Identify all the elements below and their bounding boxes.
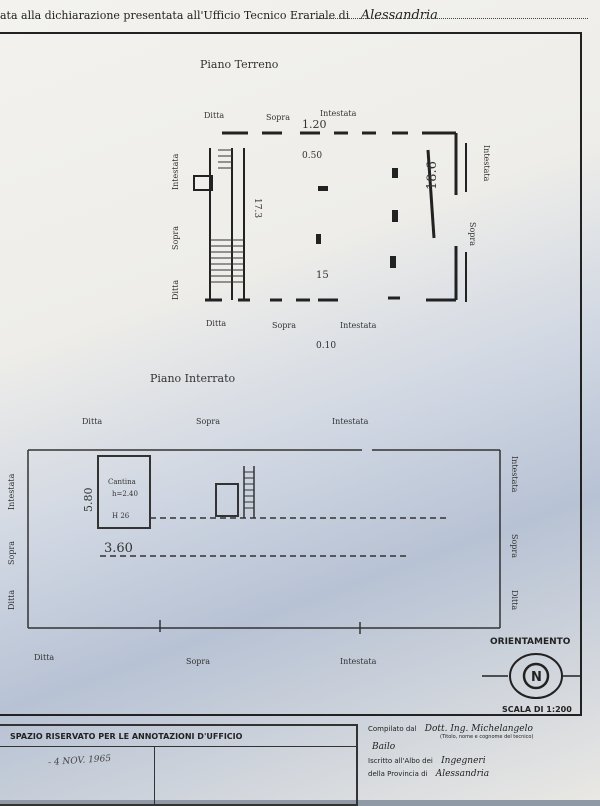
compiled-by-surname: Bailo: [372, 742, 396, 752]
ground-intestata-left: Intestata: [171, 153, 180, 190]
ground-dim-top2: 0.50: [302, 151, 322, 161]
basement-sopra-top: Sopra: [196, 417, 220, 426]
basement-dim-vertical: 5.80: [82, 488, 95, 513]
basement-sopra-bottom: Sopra: [186, 657, 210, 666]
ground-ditta-top: Ditta: [204, 111, 224, 120]
basement-title: Piano Interrato: [150, 372, 236, 385]
office-box-vdivider: [154, 746, 155, 806]
ground-dim-stairs: 17.3: [252, 198, 262, 218]
ground-sopra-right: Sopra: [468, 222, 477, 246]
ground-intestata-right: Intestata: [482, 145, 491, 182]
ground-floor-plan: [193, 131, 467, 302]
basement-plan: [27, 449, 501, 634]
register-value: Ingegneri: [441, 756, 486, 766]
orientation-letter: N: [531, 670, 542, 685]
ground-dim-mid: 15: [316, 270, 329, 281]
cantina-height: h=2.40: [112, 490, 138, 498]
basement-intestata-right: Intestata: [510, 456, 519, 493]
ground-ditta-bottom: Ditta: [206, 319, 226, 328]
basement-ditta-bottom: Ditta: [34, 653, 54, 662]
register-label: Iscritto all'Albo dei: [368, 757, 433, 765]
compiled-by-label: Compilato dal: [368, 725, 417, 733]
basement-sopra-left: Sopra: [7, 541, 16, 565]
stair-treads: [210, 149, 244, 283]
drawing-frame: [0, 32, 582, 716]
document-footer: SPAZIO RISERVATO PER LE ANNOTAZIONI D'UF…: [0, 718, 600, 806]
ground-ditta-left: Ditta: [171, 280, 180, 300]
province-label: della Provincia di: [368, 770, 428, 778]
office-box-title: SPAZIO RISERVATO PER LE ANNOTAZIONI D'UF…: [10, 732, 243, 741]
basement-ditta-right: Ditta: [510, 590, 519, 610]
compiled-by-sub: (Titolo, nome e cognome del tecnico): [440, 734, 534, 740]
cantina-label: Cantina: [108, 478, 136, 486]
compiler-block: Compilato dal Dott. Ing. Michelangelo (T…: [368, 724, 596, 779]
ground-intestata-bottom: Intestata: [340, 321, 377, 330]
ground-dim-right: 18.6: [425, 161, 440, 190]
ground-dim-line-right: [426, 149, 436, 239]
office-annotation-box: SPAZIO RISERVATO PER LE ANNOTAZIONI D'UF…: [0, 724, 358, 806]
header-text: ata alla dichiarazione presentata all'Uf…: [0, 8, 438, 23]
ground-dim-top: 1.20: [302, 118, 327, 131]
header-prefix: ata alla dichiarazione presentata all'Uf…: [0, 9, 350, 22]
basement-intestata-bottom: Intestata: [340, 657, 377, 666]
ground-sopra-bottom: Sopra: [272, 321, 296, 330]
office-stamp-date: - 4 NOV. 1965: [47, 753, 112, 769]
basement-dim-horizontal: 3.60: [104, 541, 133, 556]
scale-label: SCALA DI 1:200: [502, 705, 572, 714]
compiled-by-name: Dott. Ing. Michelangelo: [424, 724, 533, 734]
cantina-area: H 26: [112, 512, 130, 520]
basement-ditta-left: Ditta: [7, 590, 16, 610]
province-value: Alessandria: [435, 769, 490, 779]
ground-sopra-left: Sopra: [171, 226, 180, 250]
ground-pillars: [316, 168, 398, 268]
header-dotted-line: [318, 18, 588, 19]
basement-stair-treads: [244, 471, 254, 509]
office-box-divider: [0, 746, 356, 747]
basement-intestata-top: Intestata: [332, 417, 369, 426]
header-city: Alessandria: [360, 8, 438, 23]
ground-sopra-top: Sopra: [266, 113, 290, 122]
orientation-label: ORIENTAMENTO: [490, 637, 571, 647]
orientation-compass-icon: N: [482, 653, 582, 699]
ground-dim-bottom: 0.10: [316, 341, 336, 351]
basement-intestata-left: Intestata: [7, 473, 16, 510]
basement-sopra-right: Sopra: [510, 534, 519, 558]
basement-ditta-top: Ditta: [82, 417, 102, 426]
ground-floor-title: Piano Terreno: [200, 58, 279, 71]
ground-intestata-top: Intestata: [320, 109, 357, 118]
